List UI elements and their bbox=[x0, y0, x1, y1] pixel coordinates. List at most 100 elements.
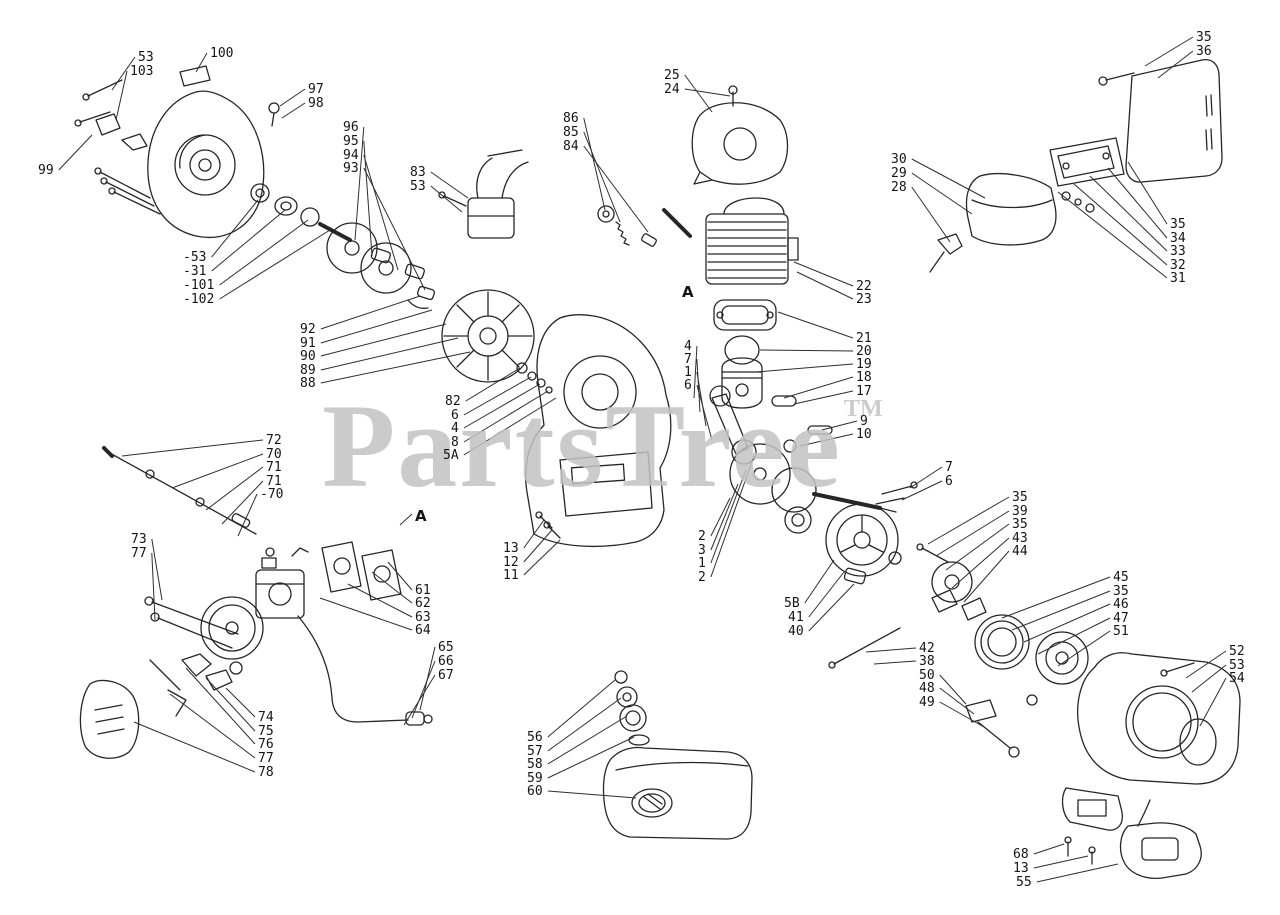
throttle-cable-group bbox=[104, 448, 432, 725]
muffler-group bbox=[930, 60, 1222, 272]
callout-74: 74 bbox=[258, 710, 274, 725]
leader-line-68 bbox=[1034, 844, 1064, 854]
leader-line-11 bbox=[524, 540, 560, 575]
leader-line-3 bbox=[711, 484, 738, 550]
callout-21: 21 bbox=[856, 331, 872, 346]
callout-30: 30 bbox=[891, 152, 907, 167]
leader-line-30 bbox=[912, 159, 985, 198]
leader-line-53 bbox=[212, 200, 258, 257]
leader-line-52 bbox=[1186, 651, 1226, 678]
callout-83: 83 bbox=[410, 165, 426, 180]
clutch-rotor-group bbox=[327, 223, 435, 308]
leader-line-54 bbox=[1200, 678, 1226, 726]
callout-6: 6 bbox=[684, 378, 692, 393]
callout-41: 41 bbox=[788, 610, 804, 625]
starter-group bbox=[966, 615, 1240, 784]
callout-102: -102 bbox=[183, 292, 215, 307]
callout-82: 82 bbox=[445, 394, 461, 409]
leader-line-91 bbox=[321, 310, 432, 343]
callout-71: 71 bbox=[266, 460, 282, 475]
leader-line-4 bbox=[694, 346, 697, 398]
callout-46: 46 bbox=[1113, 597, 1129, 612]
leader-line-5B bbox=[805, 560, 834, 603]
leader-line-51 bbox=[1058, 631, 1110, 666]
leader-line-101 bbox=[220, 220, 308, 285]
callout-77: 77 bbox=[131, 546, 147, 561]
leader-line-72 bbox=[122, 440, 263, 456]
callout-7: 7 bbox=[945, 460, 953, 475]
callout-66: 66 bbox=[438, 654, 454, 669]
leader-line-2 bbox=[711, 498, 730, 536]
callout-56: 56 bbox=[527, 730, 543, 745]
leader-line-38 bbox=[874, 661, 916, 664]
callout-35: 35 bbox=[1170, 217, 1186, 232]
leader-line-34 bbox=[1108, 168, 1167, 238]
callout-13: 13 bbox=[1013, 861, 1029, 876]
leader-line-59 bbox=[548, 737, 634, 778]
callout-54: 54 bbox=[1229, 671, 1245, 686]
leader-line-41 bbox=[809, 572, 844, 617]
callout-47: 47 bbox=[1113, 611, 1129, 626]
callout-23: 23 bbox=[856, 292, 872, 307]
callout-85: 85 bbox=[563, 125, 579, 140]
callout-9: 9 bbox=[860, 414, 868, 429]
leader-line-61 bbox=[388, 562, 412, 590]
callout-89: 89 bbox=[300, 363, 316, 378]
leader-line-9 bbox=[822, 421, 857, 430]
callout-70: 70 bbox=[266, 447, 282, 462]
leader-line-43 bbox=[952, 538, 1009, 588]
crankshaft-group bbox=[710, 386, 917, 533]
callout-33: 33 bbox=[1170, 244, 1186, 259]
leader-line-45 bbox=[1002, 577, 1110, 618]
callout-43: 43 bbox=[1012, 531, 1028, 546]
leader-line-67 bbox=[404, 675, 435, 725]
callout-53: 53 bbox=[1229, 658, 1245, 673]
leader-line-7 bbox=[697, 359, 700, 412]
callout-84: 84 bbox=[563, 139, 579, 154]
leader-line-93 bbox=[364, 168, 425, 290]
callout-63: 63 bbox=[415, 610, 431, 625]
leader-line-36 bbox=[1158, 51, 1193, 78]
leader-line-76 bbox=[186, 668, 255, 744]
callout-2: 2 bbox=[698, 570, 706, 585]
callout-86: 86 bbox=[563, 111, 579, 126]
leader-line-7 bbox=[910, 467, 942, 488]
fan-housing-group bbox=[75, 66, 350, 240]
callout-44: 44 bbox=[1012, 544, 1028, 559]
leader-line-12 bbox=[524, 530, 552, 562]
callout-42: 42 bbox=[919, 641, 935, 656]
leader-line-100 bbox=[196, 53, 207, 72]
leader-line-78 bbox=[134, 722, 255, 772]
callout-90: 90 bbox=[300, 349, 316, 364]
leader-line-70 bbox=[172, 454, 263, 488]
callout-95: 95 bbox=[343, 134, 359, 149]
callout-31: -31 bbox=[183, 264, 207, 279]
callout-99: 99 bbox=[38, 163, 54, 178]
callout-10: 10 bbox=[856, 427, 872, 442]
callout-77: 77 bbox=[258, 751, 274, 766]
callout-65: 65 bbox=[438, 640, 454, 655]
callout-51: 51 bbox=[1113, 624, 1129, 639]
leader-line-A bbox=[400, 514, 412, 525]
callout-31: 31 bbox=[1170, 271, 1186, 286]
leader-line-70 bbox=[238, 494, 257, 536]
callout-59: 59 bbox=[527, 771, 543, 786]
leader-line-85 bbox=[584, 132, 620, 222]
leader-line-71 bbox=[206, 467, 263, 510]
leader-line-19 bbox=[756, 364, 853, 372]
callout-12: 12 bbox=[503, 555, 519, 570]
leader-line-97 bbox=[280, 89, 305, 106]
callout-88: 88 bbox=[300, 376, 316, 391]
callout-19: 19 bbox=[856, 357, 872, 372]
leader-line-89 bbox=[321, 338, 458, 370]
callout-7: 7 bbox=[684, 352, 692, 367]
callout-96: 96 bbox=[343, 120, 359, 135]
leader-line-94 bbox=[364, 155, 398, 270]
leader-line-48 bbox=[940, 688, 974, 714]
callout-67: 67 bbox=[438, 668, 454, 683]
callout-103: 103 bbox=[130, 64, 154, 79]
leader-line-88 bbox=[321, 352, 470, 383]
shroud-group bbox=[692, 86, 787, 184]
callout-35: 35 bbox=[1196, 30, 1212, 45]
fuel-tank-group bbox=[603, 671, 752, 839]
